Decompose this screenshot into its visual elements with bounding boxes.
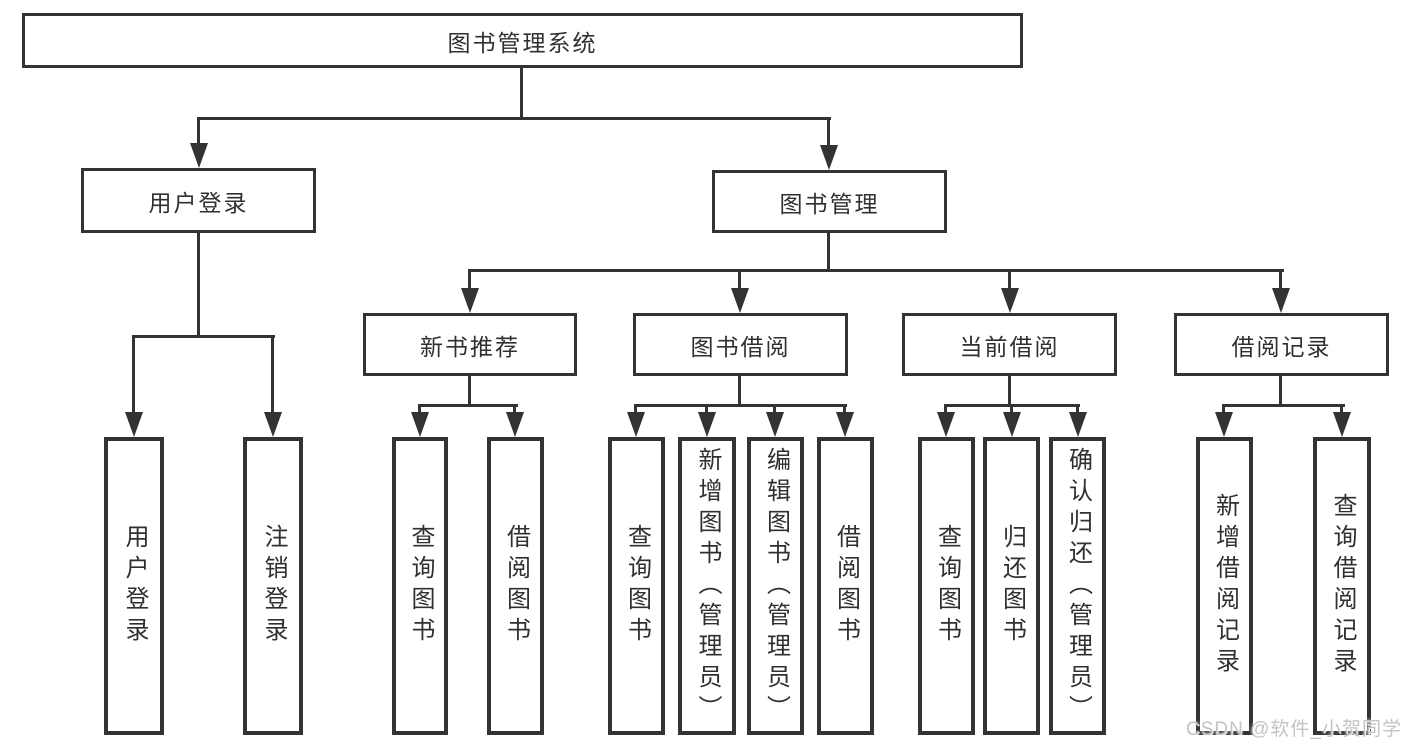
- connector-login-child2-drop: [271, 335, 274, 415]
- leaf-current-query-label: 查询图书: [933, 524, 961, 648]
- arrowhead-login-child1: [125, 412, 143, 437]
- connector-newbook-c1-drop: [418, 404, 421, 416]
- arrowhead-newbook-c2: [506, 412, 524, 437]
- connector-records-c1-drop: [1222, 404, 1225, 416]
- leaf-newbook-query-label: 查询图书: [407, 524, 434, 648]
- leaf-borrow-add-admin-label: 新增图书（管理员）: [694, 446, 721, 726]
- connector-newbook-stem: [468, 376, 471, 406]
- connector-records-stem: [1279, 376, 1282, 406]
- node-new-book-recommend: 新书推荐: [363, 313, 577, 376]
- leaf-records-add-label: 新增借阅记录: [1211, 493, 1239, 679]
- leaf-borrow-query-label: 查询图书: [623, 524, 651, 648]
- connector-borrow-c3-drop: [773, 404, 776, 416]
- node-book-management-label: 图书管理: [779, 190, 880, 217]
- leaf-current-query: 查询图书: [918, 437, 975, 735]
- leaf-borrow-add-admin: 新增图书（管理员）: [678, 437, 736, 735]
- node-root: 图书管理系统: [22, 13, 1023, 68]
- arrowhead-login-child2: [264, 412, 282, 437]
- connector-borrow-stem: [738, 376, 741, 406]
- arrowhead-current-c1: [937, 412, 955, 437]
- node-new-book-recommend-label: 新书推荐: [420, 333, 520, 360]
- connector-current-stem: [1008, 376, 1011, 406]
- connector-current-c3-drop: [1076, 404, 1079, 416]
- leaf-borrow-borrow-label: 借阅图书: [832, 524, 860, 648]
- node-borrow-records-label: 借阅记录: [1231, 333, 1332, 360]
- connector-borrow-split: [634, 404, 847, 407]
- connector-mgmt-drop: [827, 117, 830, 147]
- arrowhead-current-c3: [1069, 412, 1087, 437]
- connector-borrow-drop: [738, 269, 741, 291]
- node-root-label: 图书管理系统: [447, 29, 598, 56]
- arrowhead-records: [1272, 288, 1290, 313]
- leaf-borrow-edit-admin-label: 编辑图书（管理员）: [762, 446, 790, 726]
- leaf-current-return-label: 归还图书: [998, 524, 1026, 648]
- leaf-current-return: 归还图书: [983, 437, 1040, 735]
- leaf-borrow-edit-admin: 编辑图书（管理员）: [747, 437, 804, 735]
- leaf-records-query-label: 查询借阅记录: [1329, 493, 1356, 679]
- connector-newbook-c2-drop: [513, 404, 516, 416]
- leaf-current-confirm-admin-label: 确认归还（管理员）: [1064, 446, 1092, 726]
- connector-newbook-drop: [468, 269, 471, 291]
- arrowhead-borrow-c3: [766, 412, 784, 437]
- leaf-records-query: 查询借阅记录: [1313, 437, 1371, 735]
- connector-login-drop: [197, 117, 200, 147]
- node-current-borrow: 当前借阅: [902, 313, 1117, 376]
- connector-root-stem: [520, 68, 523, 119]
- arrowhead-login: [190, 143, 208, 168]
- connector-current-c1-drop: [944, 404, 947, 416]
- connector-borrow-c1-drop: [634, 404, 637, 416]
- node-user-login: 用户登录: [81, 168, 316, 233]
- leaf-newbook-borrow: 借阅图书: [487, 437, 544, 735]
- arrowhead-newbook: [461, 288, 479, 313]
- leaf-newbook-borrow-label: 借阅图书: [502, 524, 530, 648]
- arrowhead-current: [1001, 288, 1019, 313]
- arrowhead-records-c2: [1333, 412, 1351, 437]
- csdn-watermark: CSDN @软件_小贺同学: [1186, 719, 1402, 740]
- node-book-borrow-label: 图书借阅: [690, 333, 791, 360]
- node-borrow-records: 借阅记录: [1174, 313, 1389, 376]
- connector-current-drop: [1008, 269, 1011, 291]
- arrowhead-borrow-c2: [698, 412, 716, 437]
- connector-login-stem: [197, 233, 200, 335]
- arrowhead-borrow-c4: [836, 412, 854, 437]
- connector-current-c2-drop: [1010, 404, 1013, 416]
- connector-login-split: [132, 335, 275, 338]
- connector-login-child1-drop: [132, 335, 135, 415]
- leaf-borrow-query: 查询图书: [608, 437, 665, 735]
- leaf-logout-label: 注销登录: [260, 524, 287, 648]
- arrowhead-mgmt: [820, 145, 838, 170]
- leaf-user-login-label: 用户登录: [121, 524, 148, 648]
- connector-records-split: [1222, 404, 1345, 407]
- arrowhead-borrow: [731, 288, 749, 313]
- connector-borrow-c4-drop: [843, 404, 846, 416]
- connector-newbook-split: [418, 404, 518, 407]
- arrowhead-newbook-c1: [411, 412, 429, 437]
- connector-records-c2-drop: [1340, 404, 1343, 416]
- connector-records-drop: [1279, 269, 1282, 291]
- connector-level3-split: [468, 269, 1284, 272]
- leaf-borrow-borrow: 借阅图书: [817, 437, 874, 735]
- leaf-newbook-query: 查询图书: [392, 437, 448, 735]
- leaf-records-add: 新增借阅记录: [1196, 437, 1253, 735]
- leaf-logout: 注销登录: [243, 437, 303, 735]
- leaf-user-login: 用户登录: [104, 437, 164, 735]
- connector-mgmt-stem: [827, 233, 830, 271]
- node-user-login-label: 用户登录: [148, 189, 249, 216]
- arrowhead-records-c1: [1215, 412, 1233, 437]
- leaf-current-confirm-admin: 确认归还（管理员）: [1049, 437, 1106, 735]
- node-book-management: 图书管理: [712, 170, 947, 233]
- node-book-borrow: 图书借阅: [633, 313, 848, 376]
- connector-level2-split: [197, 117, 831, 120]
- connector-borrow-c2-drop: [705, 404, 708, 416]
- arrowhead-current-c2: [1003, 412, 1021, 437]
- arrowhead-borrow-c1: [627, 412, 645, 437]
- node-current-borrow-label: 当前借阅: [959, 333, 1060, 360]
